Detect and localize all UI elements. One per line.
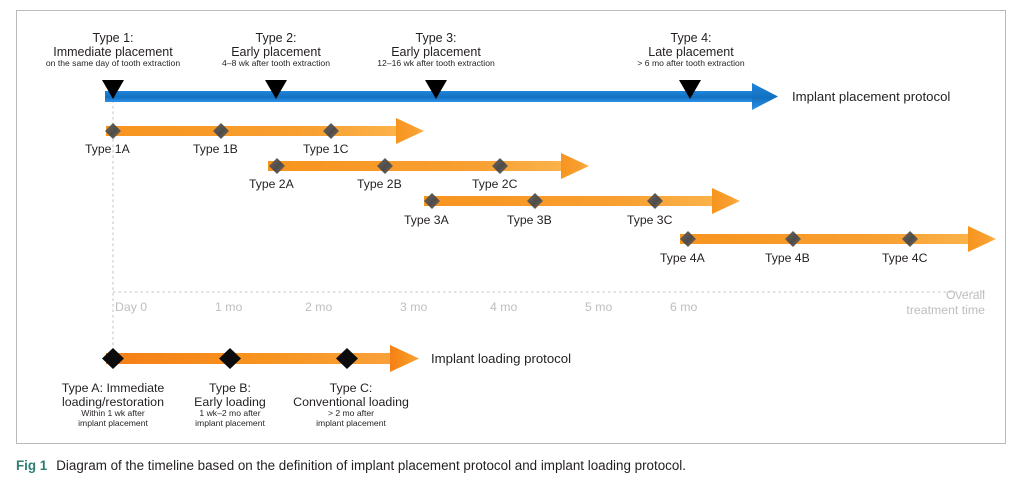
placement-protocol-arrow — [105, 83, 778, 110]
label-type-4a: Type 4A — [660, 251, 705, 265]
placement-marker-type-4 — [679, 80, 701, 99]
label-type-1c: Type 1C — [303, 142, 349, 156]
label-type-4c: Type 4C — [882, 251, 928, 265]
placement-type-label-3: Type 3: Early placement 12–16 wk after t… — [352, 31, 520, 69]
label-type-1b: Type 1B — [193, 142, 238, 156]
type-3-detail: 12–16 wk after tooth extraction — [377, 58, 495, 68]
placement-marker-type-1 — [102, 80, 124, 99]
type-1-name: Immediate placement — [53, 45, 173, 59]
placement-type-label-4: Type 4: Late placement > 6 mo after toot… — [612, 31, 770, 69]
loading-type-label-c: Type C: Conventional loading > 2 mo afte… — [282, 381, 420, 429]
type-2-detail: 4–8 wk after tooth extraction — [222, 58, 330, 68]
diamond-type-4b — [785, 231, 801, 247]
label-type-2c: Type 2C — [472, 177, 518, 191]
tick-5-mo: 5 mo — [585, 300, 613, 314]
loading-type-label-a: Type A: Immediate loading/restoration Wi… — [40, 381, 186, 429]
placement-type-label-1: Type 1: Immediate placement on the same … — [23, 31, 203, 69]
diamond-type-c — [336, 348, 358, 369]
diamond-type-3b — [527, 193, 543, 209]
type-4-detail: > 6 mo after tooth extraction — [637, 58, 745, 68]
overall-treatment-time-label: Overall treatment time — [845, 288, 985, 319]
placement-type-label-2: Type 2: Early placement 4–8 wk after too… — [196, 31, 356, 69]
type-c-name: Conventional loading — [293, 395, 409, 410]
tick-2-mo: 2 mo — [305, 300, 333, 314]
diamond-type-3c — [647, 193, 663, 209]
label-type-2a: Type 2A — [249, 177, 294, 191]
type-4-title: Type 4: — [670, 31, 712, 45]
overall-label-line-2: treatment time — [906, 303, 985, 318]
placement-marker-type-2 — [265, 80, 287, 99]
type-b-title: Type B: — [208, 381, 251, 395]
type-a-title: Type A: Immediate — [61, 381, 165, 395]
diamond-type-4c — [902, 231, 918, 247]
sub-timeline-row-1 — [105, 118, 424, 144]
overall-label-line-1: Overall — [946, 288, 985, 302]
placement-protocol-arrow-label: Implant placement protocol — [792, 89, 951, 104]
loading-protocol-arrow-label: Implant loading protocol — [431, 351, 572, 366]
type-2-title: Type 2: — [255, 31, 297, 45]
tick-4-mo: 4 mo — [490, 300, 518, 314]
diamond-type-2b — [377, 158, 393, 174]
sub-timeline-row-3 — [424, 188, 740, 214]
label-type-1a: Type 1A — [85, 142, 130, 156]
label-type-3a: Type 3A — [404, 213, 449, 227]
figure-caption: Fig 1 Diagram of the timeline based on th… — [16, 458, 1006, 473]
type-a-detail-2: implant placement — [78, 418, 148, 429]
figure-caption-text: Diagram of the timeline based on the def… — [56, 458, 686, 473]
tick-3-mo: 3 mo — [400, 300, 428, 314]
label-type-4b: Type 4B — [765, 251, 810, 265]
label-type-3b: Type 3B — [507, 213, 552, 227]
type-c-detail-2: implant placement — [316, 418, 386, 429]
diamond-type-1b — [213, 123, 229, 139]
type-1-detail: on the same day of tooth extraction — [45, 58, 181, 68]
tick-6-mo: 6 mo — [670, 300, 698, 314]
label-type-3c: Type 3C — [627, 213, 673, 227]
type-b-detail-2: implant placement — [195, 418, 265, 429]
type-a-name: loading/restoration — [62, 395, 164, 410]
label-type-2b: Type 2B — [357, 177, 402, 191]
sub-timeline-row-2 — [268, 153, 589, 179]
diamond-type-b — [219, 348, 241, 369]
figure-border — [16, 10, 1006, 444]
type-a-detail-1: Within 1 wk after — [81, 408, 145, 419]
loading-protocol-arrow — [102, 345, 419, 372]
placement-marker-type-3 — [425, 80, 447, 99]
diamond-type-1a — [105, 123, 121, 139]
figure-number: Fig 1 — [16, 458, 48, 473]
sub-timeline-row-4 — [680, 226, 996, 252]
type-3-name: Early placement — [391, 45, 481, 59]
tick-1-mo: 1 mo — [215, 300, 243, 314]
type-2-name: Early placement — [231, 45, 321, 59]
type-3-title: Type 3: — [415, 31, 457, 45]
type-b-detail-1: 1 wk–2 mo after — [199, 408, 261, 419]
diamond-type-2c — [492, 158, 508, 174]
diamond-type-1c — [323, 123, 339, 139]
loading-type-label-b: Type B: Early loading 1 wk–2 mo after im… — [180, 381, 280, 429]
diamond-type-4a — [680, 231, 696, 247]
type-4-name: Late placement — [648, 45, 734, 59]
diamond-type-2a — [269, 158, 285, 174]
type-b-name: Early loading — [194, 395, 266, 410]
type-c-detail-1: > 2 mo after — [327, 408, 375, 419]
diamond-type-3a — [424, 193, 440, 209]
type-1-title: Type 1: — [92, 31, 134, 45]
tick-day-0: Day 0 — [115, 300, 148, 314]
diamond-type-a — [102, 348, 124, 369]
type-c-title: Type C: — [329, 381, 373, 395]
